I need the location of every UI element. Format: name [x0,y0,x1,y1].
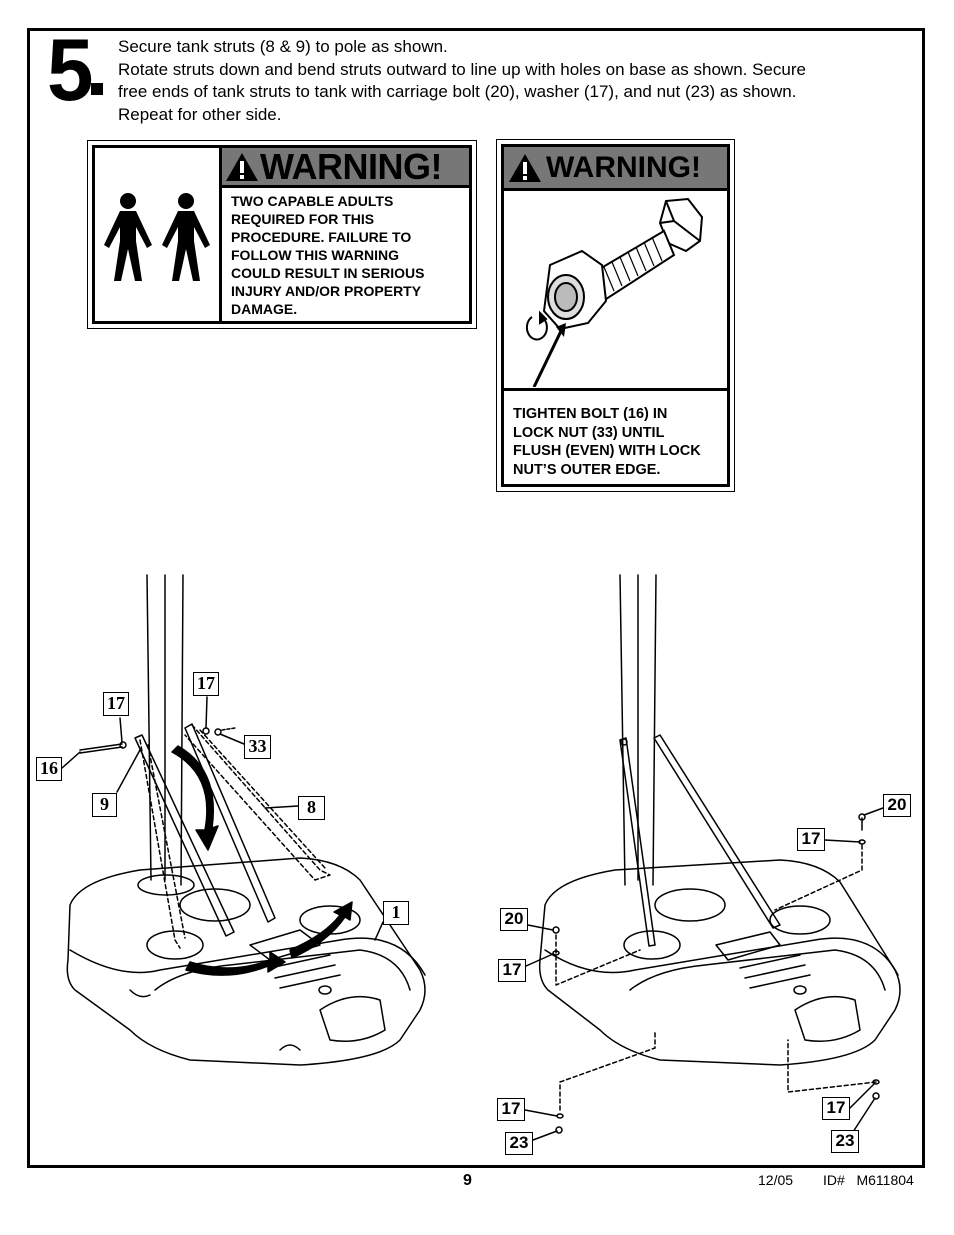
base-tank [538,859,901,1066]
callout-part-17: 17 [498,959,526,982]
warning-divider [504,388,727,391]
warning-header: WARNING! [222,145,469,188]
footer-id-label: ID# [823,1172,845,1188]
callout-part-17: 17 [797,828,825,851]
pole [619,574,657,886]
warning-line: LOCK NUT (33) UNTIL [513,424,665,441]
callout-part-17: 17 [497,1098,525,1121]
callout-part-17: 17 [193,672,219,696]
instruction-line: Repeat for other side. [118,104,282,124]
warning-border [501,144,730,487]
two-adults-icon [104,193,210,281]
warning-divider [219,148,222,322]
callout-part-23: 23 [505,1132,533,1155]
warning-two-adults: WARNING! TWO CAPABLE ADULTS REQUIRED FOR… [87,140,477,329]
base-tank [66,857,426,1066]
warning-line: FLUSH (EVEN) WITH LOCK [513,443,701,460]
page-number: 9 [463,1172,472,1189]
bend-outward-arrow [185,951,286,976]
warning-line: REQUIRED FOR THIS [231,211,375,227]
rotate-down-arrow [171,745,219,851]
instruction-line: Rotate struts down and bend struts outwa… [118,59,806,79]
strut-9 [134,734,235,937]
warning-header: WARNING! [504,147,727,191]
step-number: 5 [47,20,94,119]
pole-base-ring [137,874,195,896]
warning-border [92,145,472,324]
callout-part-16: 16 [36,757,62,781]
callout-part-33: 33 [244,735,271,759]
instruction-line: Secure tank struts (8 & 9) to pole as sh… [118,37,448,56]
warning-line: DAMAGE. [231,301,298,317]
instruction-line: free ends of tank struts to tank with ca… [118,82,797,101]
page-frame [27,28,925,1168]
footer-date: 12/05 [758,1172,794,1188]
callout-part-9: 9 [92,793,117,817]
warning-title: WARNING! [260,145,442,187]
right-assembly-figure [524,574,901,1141]
warning-line: INJURY AND/OR PROPERTY [231,283,422,299]
warning-line: COULD RESULT IN SERIOUS [231,265,425,281]
bolt-lock-nut-icon [525,197,704,387]
warning-line: FOLLOW THIS WARNING [231,247,399,263]
warning-tighten-bolt: WARNING! TIGHTEN BOLT (16) IN LOCK NU [496,139,735,492]
left-assembly-figure [61,574,426,1066]
warning-text: TWO CAPABLE ADULTS REQUIRED FOR THIS PRO… [231,192,424,318]
callout-part-1: 1 [383,901,409,925]
pole [146,574,184,886]
callout-part-20: 20 [500,908,528,931]
callout-part-20: 20 [883,794,911,817]
step-number-dot [91,83,103,95]
footer-id-value: M611804 [856,1172,914,1188]
warning-triangle-icon [226,152,258,181]
callout-part-8: 8 [298,796,325,820]
callout-part-23: 23 [831,1130,859,1153]
warning-text: TIGHTEN BOLT (16) IN LOCK NUT (33) UNTIL… [513,405,701,480]
callout-part-17: 17 [103,692,129,716]
warning-triangle-icon [509,153,541,182]
bend-outward-arrow [289,901,353,959]
warning-line: TWO CAPABLE ADULTS [231,193,394,209]
callout-part-17: 17 [822,1097,850,1120]
footer-document-id: ID# M611804 [823,1172,914,1188]
warning-line: NUT’S OUTER EDGE. [513,462,661,479]
warning-title: WARNING! [546,150,701,184]
step-instructions: Secure tank struts (8 & 9) to pole as sh… [118,36,908,126]
warning-line: TIGHTEN BOLT (16) IN [513,406,668,422]
warning-line: PROCEDURE. FAILURE TO [231,229,412,245]
